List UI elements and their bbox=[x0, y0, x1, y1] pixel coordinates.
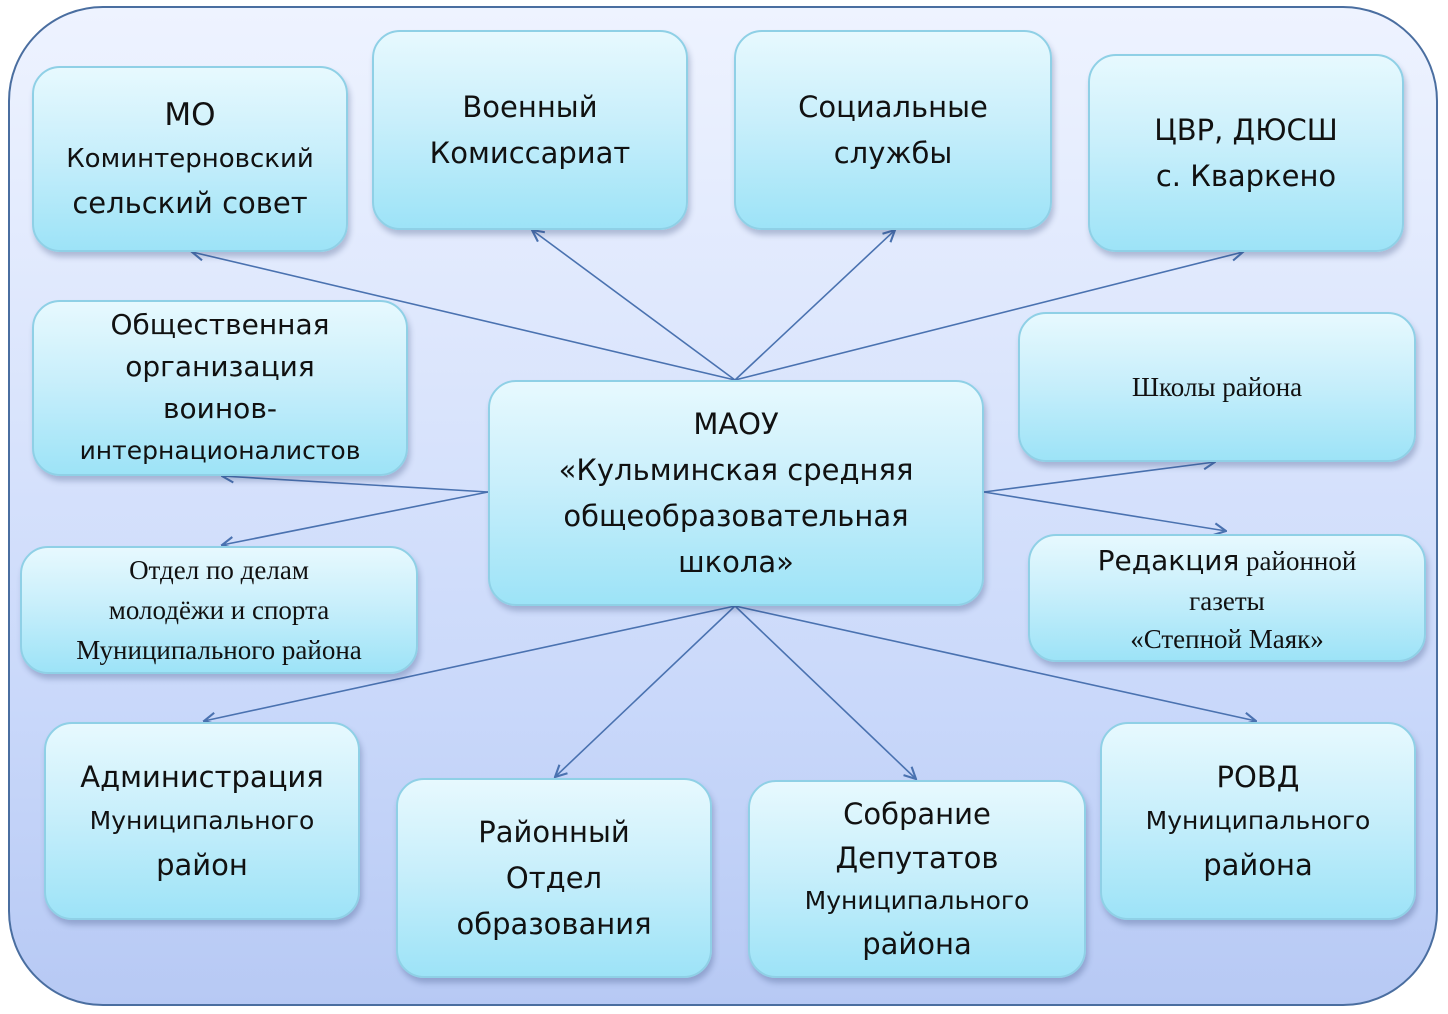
node-education-line-1: Районный bbox=[478, 815, 630, 849]
node-veterans-line-4: интернационалистов bbox=[79, 436, 361, 465]
node-deputies: Собрание Депутатов Муниципального района bbox=[748, 780, 1086, 978]
arrow-to-newspaper bbox=[983, 491, 1226, 531]
center-line-2: «Кульминская средняя bbox=[558, 453, 914, 487]
node-youth-line-2: молодёжи и спорта bbox=[108, 595, 330, 625]
arrow-to-veterans bbox=[222, 476, 489, 493]
arrow-to-deputies bbox=[734, 605, 916, 779]
node-newspaper-line-2: газеты bbox=[1189, 585, 1265, 616]
node-admin-line-1: Администрация bbox=[80, 760, 324, 794]
node-veterans-line-2: организация bbox=[125, 350, 315, 383]
arrow-to-cvr bbox=[734, 252, 1243, 381]
node-rovd-line-2: Муниципального bbox=[1145, 806, 1371, 835]
node-veterans-line-3: воинов- bbox=[163, 392, 277, 425]
node-mo-line-3: сельский совет bbox=[72, 186, 308, 220]
node-social-line-2: службы bbox=[833, 136, 953, 170]
node-rovd-line-1: РОВД bbox=[1216, 760, 1300, 794]
node-admin: Администрация Муниципального район bbox=[44, 722, 360, 920]
arrow-to-youth bbox=[222, 491, 489, 545]
node-education: Районный Отдел образования bbox=[396, 778, 712, 978]
arrow-to-schools bbox=[983, 462, 1215, 493]
node-cvr: ЦВР, ДЮСШ с. Кваркено bbox=[1088, 54, 1404, 252]
node-newspaper-line-1b: районной bbox=[1239, 545, 1357, 576]
arrow-to-admin bbox=[204, 605, 736, 721]
node-rovd: РОВД Муниципального района bbox=[1100, 722, 1416, 920]
node-youth-line-1: Отдел по делам bbox=[129, 555, 309, 585]
node-mo-line-2: Коминтерновский bbox=[66, 144, 314, 174]
node-newspaper: Редакция районной газеты «Степной Маяк» bbox=[1028, 534, 1426, 662]
node-rovd-line-3: района bbox=[1203, 848, 1313, 882]
node-cvr-line-2: с. Кваркено bbox=[1155, 159, 1337, 193]
node-deputies-line-2: Депутатов bbox=[835, 841, 999, 875]
node-veterans-line-1: Общественная bbox=[110, 308, 330, 341]
node-youth-line-3: Муниципального района bbox=[76, 635, 362, 665]
node-deputies-line-3: Муниципального bbox=[804, 886, 1030, 915]
arrow-to-military bbox=[532, 230, 736, 381]
node-military: Военный Комиссариат bbox=[372, 30, 688, 230]
node-schools-line-1: Школы района bbox=[1131, 372, 1303, 402]
arrow-to-rovd bbox=[734, 605, 1256, 721]
node-military-line-1: Военный bbox=[462, 90, 598, 124]
node-cvr-line-1: ЦВР, ДЮСШ bbox=[1154, 113, 1338, 147]
node-veterans: Общественная организация воинов- интерна… bbox=[32, 300, 408, 476]
node-deputies-line-1: Собрание bbox=[843, 797, 991, 831]
arrow-to-mo bbox=[192, 252, 736, 381]
arrow-to-education bbox=[555, 605, 736, 777]
node-youth: Отдел по делам молодёжи и спорта Муницип… bbox=[20, 546, 418, 674]
arrow-to-social bbox=[734, 230, 895, 381]
center-line-4: школа» bbox=[678, 545, 794, 579]
node-military-line-2: Комиссариат bbox=[429, 136, 631, 170]
node-admin-line-3: район bbox=[156, 848, 248, 882]
node-education-line-3: образования bbox=[456, 907, 652, 941]
node-newspaper-line-1a: Редакция bbox=[1097, 543, 1240, 577]
node-social-line-1: Социальные bbox=[798, 90, 988, 124]
node-mo-line-1: МО bbox=[164, 97, 216, 133]
node-social: Социальные службы bbox=[734, 30, 1052, 230]
node-newspaper-line-3: «Степной Маяк» bbox=[1130, 623, 1324, 654]
node-schools: Школы района bbox=[1018, 312, 1416, 462]
node-mo: МО Коминтерновский сельский совет bbox=[32, 66, 348, 252]
node-deputies-line-4: района bbox=[862, 927, 972, 961]
node-center-school: МАОУ «Кульминская средняя общеобразовате… bbox=[488, 380, 984, 606]
center-line-1: МАОУ bbox=[693, 407, 779, 441]
center-line-3: общеобразовательная bbox=[563, 499, 909, 533]
node-education-line-2: Отдел bbox=[505, 861, 603, 895]
node-admin-line-2: Муниципального bbox=[89, 806, 315, 835]
